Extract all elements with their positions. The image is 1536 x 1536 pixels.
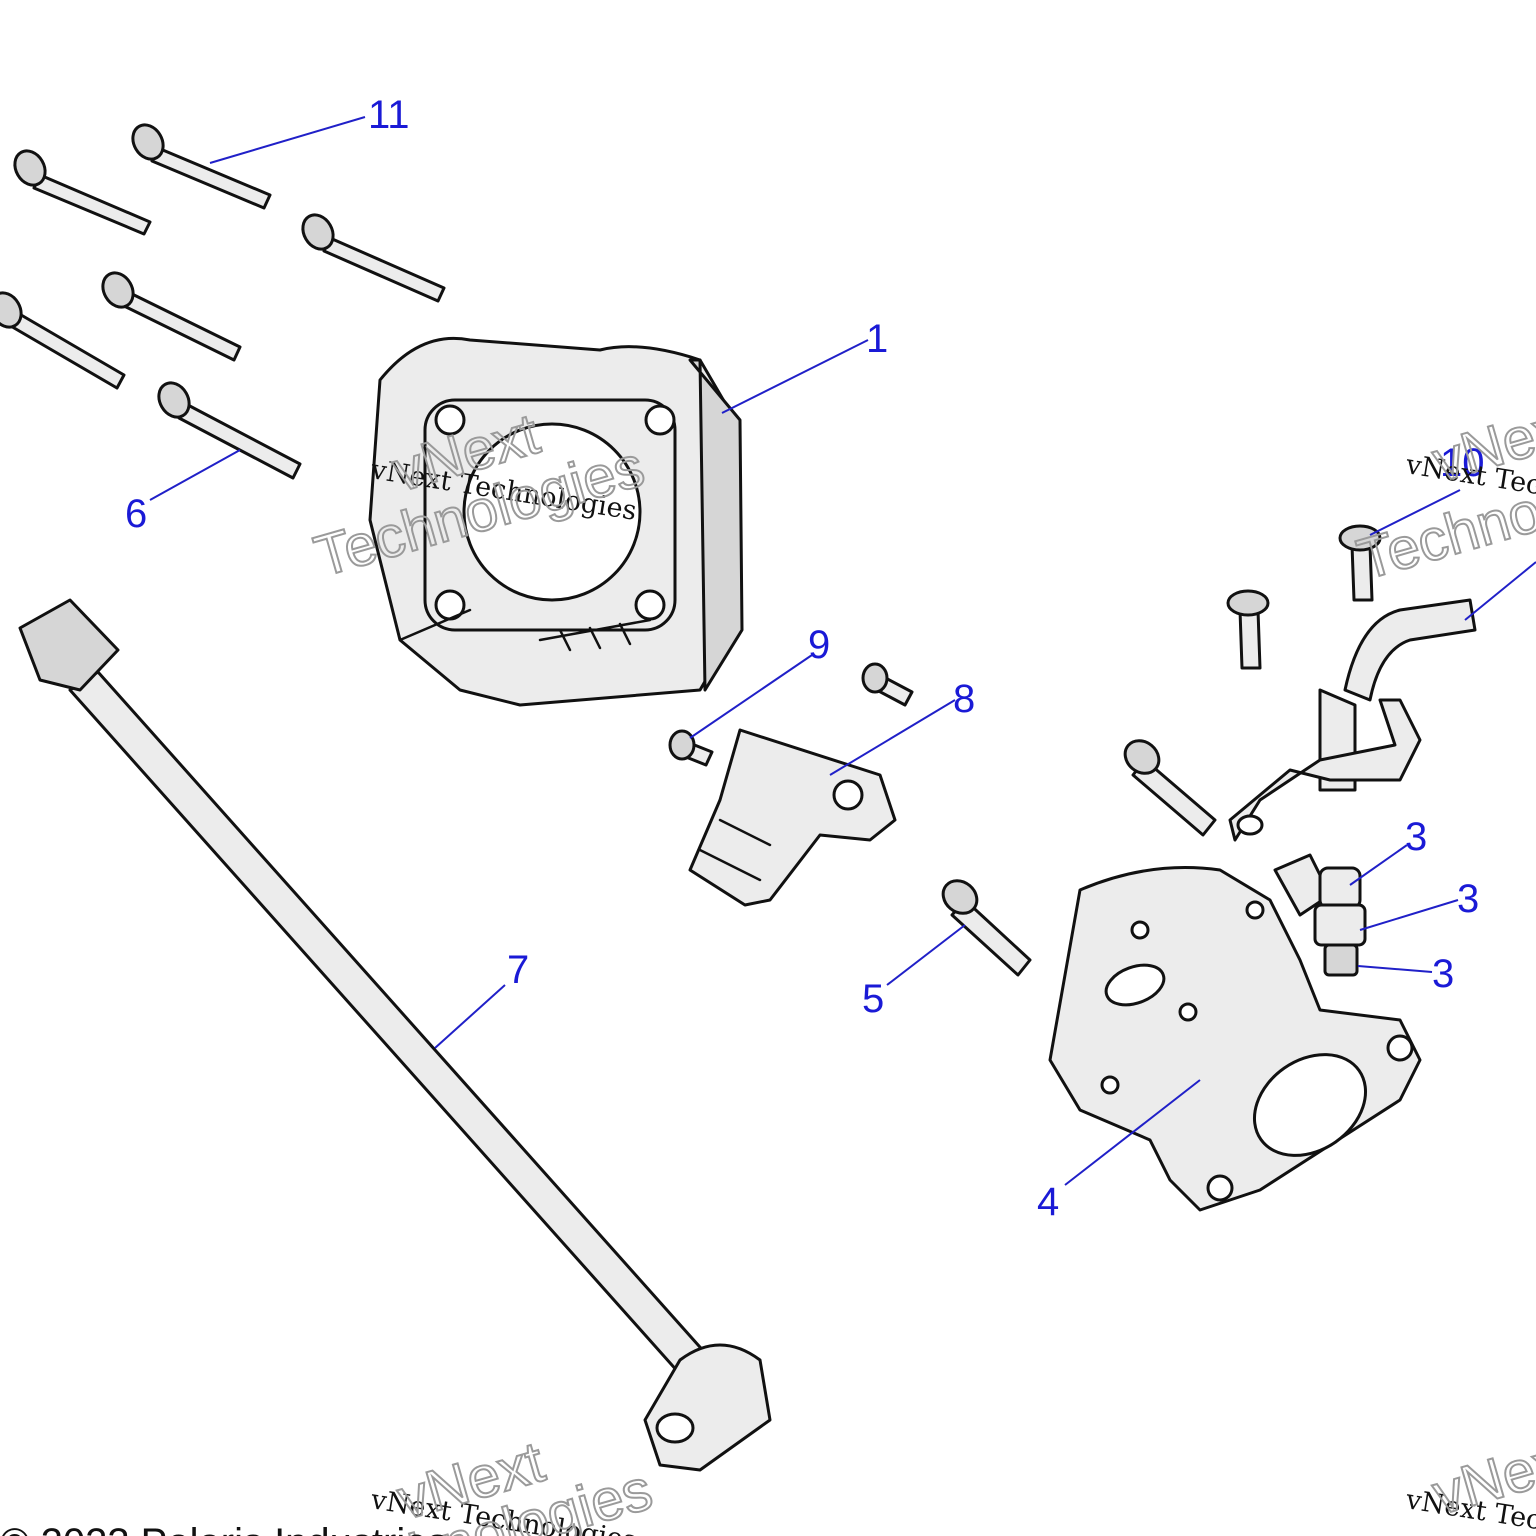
bolt-upper-b: [1226, 589, 1270, 670]
watermark-3: vNext Technologies vNext Technologies: [315, 1428, 660, 1536]
callout-3c: 3: [1432, 952, 1454, 996]
leader-3b: [1359, 899, 1459, 931]
leader-1: [721, 339, 869, 414]
leader-2: [1464, 561, 1536, 621]
sensor-harness-tube: [18, 598, 772, 1472]
map-sensor: [688, 728, 897, 907]
callout-10: 10: [1440, 441, 1485, 485]
bolt-b: [131, 123, 272, 210]
bolt-5: [941, 879, 1032, 977]
callout-9: 9: [808, 623, 830, 667]
leader-3c: [1357, 965, 1433, 973]
leader-lines: [149, 116, 1536, 1186]
bolt-a: [13, 149, 152, 236]
bolt-10: [1338, 524, 1382, 602]
leader-9: [689, 654, 813, 739]
bolt-d: [101, 271, 242, 362]
small-bolt-9b: [668, 729, 714, 767]
watermark-2: vNext Technologies vNext Technologies: [1350, 390, 1536, 593]
callout-1: 1: [866, 317, 888, 361]
bolt-upper-a: [1123, 739, 1217, 837]
callout-11: 11: [368, 93, 410, 137]
callout-3a: 3: [1405, 815, 1427, 859]
callout-4: 4: [1037, 1180, 1059, 1224]
bolt-e: [0, 291, 126, 390]
small-bolt-9a: [861, 662, 914, 707]
callout-7: 7: [507, 948, 529, 992]
leader-8: [829, 699, 956, 776]
watermark-4: vNext Technologies vNext: [1403, 1423, 1536, 1536]
leader-7: [434, 984, 506, 1049]
bolt-f: [157, 381, 302, 480]
leader-11: [209, 116, 366, 164]
leader-3a: [1349, 844, 1408, 886]
fuel-pipe-bracket: [1228, 598, 1477, 842]
leader-10: [1369, 489, 1461, 536]
leader-6: [149, 449, 241, 501]
callout-8: 8: [953, 677, 975, 721]
leader-4: [1064, 1079, 1201, 1186]
callout-5: 5: [862, 977, 884, 1021]
copyright-text: © 2023 Polaris Industries: [0, 1521, 447, 1536]
throttle-body: [368, 336, 744, 707]
fuel-injector: [1273, 853, 1367, 977]
leader-5: [886, 924, 966, 986]
callout-6: 6: [125, 492, 147, 536]
bolt-c: [301, 213, 446, 303]
callout-3b: 3: [1457, 877, 1479, 921]
callouts: 11 1 6 10 9 8 3 3 3 7 5 4: [125, 93, 1485, 1224]
bolt-group-11: [0, 123, 446, 480]
